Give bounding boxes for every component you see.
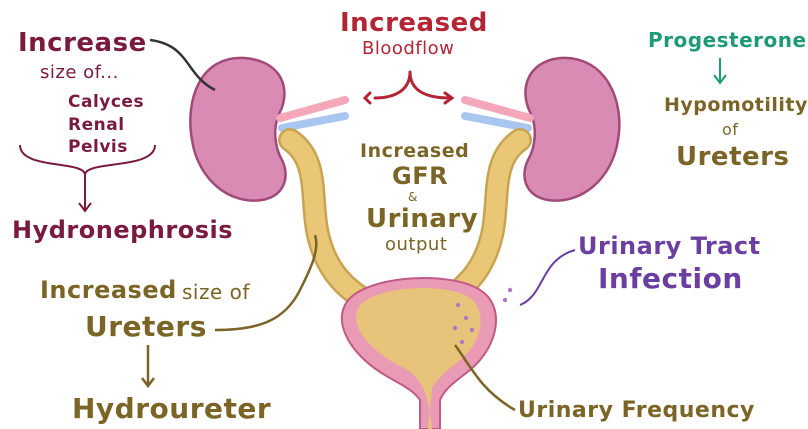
down-arrow-progesterone [714, 58, 726, 83]
label-ureters-left: Ureters [85, 310, 207, 343]
label-hypomotility: Hypomotility [664, 94, 808, 116]
label-uti-a: Urinary Tract [578, 232, 761, 260]
label-uti-b: Infection [598, 262, 743, 295]
label-increased-gfr-b: GFR [392, 162, 448, 190]
uti-connector-line [520, 250, 575, 305]
label-increased-size-a: Increased [40, 276, 177, 304]
label-pelvis: Pelvis [68, 137, 128, 157]
label-increased-bloodflow-b: Bloodflow [362, 38, 454, 59]
label-calyces: Calyces [68, 92, 144, 112]
bloodflow-arrows [365, 72, 452, 103]
label-urinary-frequency: Urinary Frequency [518, 398, 755, 423]
label-hydronephrosis: Hydronephrosis [12, 216, 233, 244]
label-increase: Increase [18, 28, 147, 58]
left-kidney [190, 58, 285, 201]
label-of: of [722, 120, 738, 139]
label-progesterone: Progesterone [648, 28, 807, 52]
label-increased-bloodflow-a: Increased [340, 8, 488, 38]
label-hydroureter: Hydroureter [72, 392, 271, 425]
label-ureters-right: Ureters [676, 142, 789, 172]
label-size-of: size of... [40, 62, 119, 83]
right-kidney [524, 58, 619, 201]
left-connector-line [150, 40, 215, 90]
down-arrow-hydronephrosis [79, 175, 91, 211]
label-ampersand: & [408, 190, 418, 204]
down-arrow-hydroureter [142, 345, 154, 386]
label-renal: Renal [68, 115, 125, 135]
label-increased-size-b: size of [182, 280, 250, 304]
label-increased-gfr-a: Increased [360, 140, 469, 162]
label-urinary: Urinary [366, 204, 478, 234]
label-output: output [385, 234, 447, 255]
